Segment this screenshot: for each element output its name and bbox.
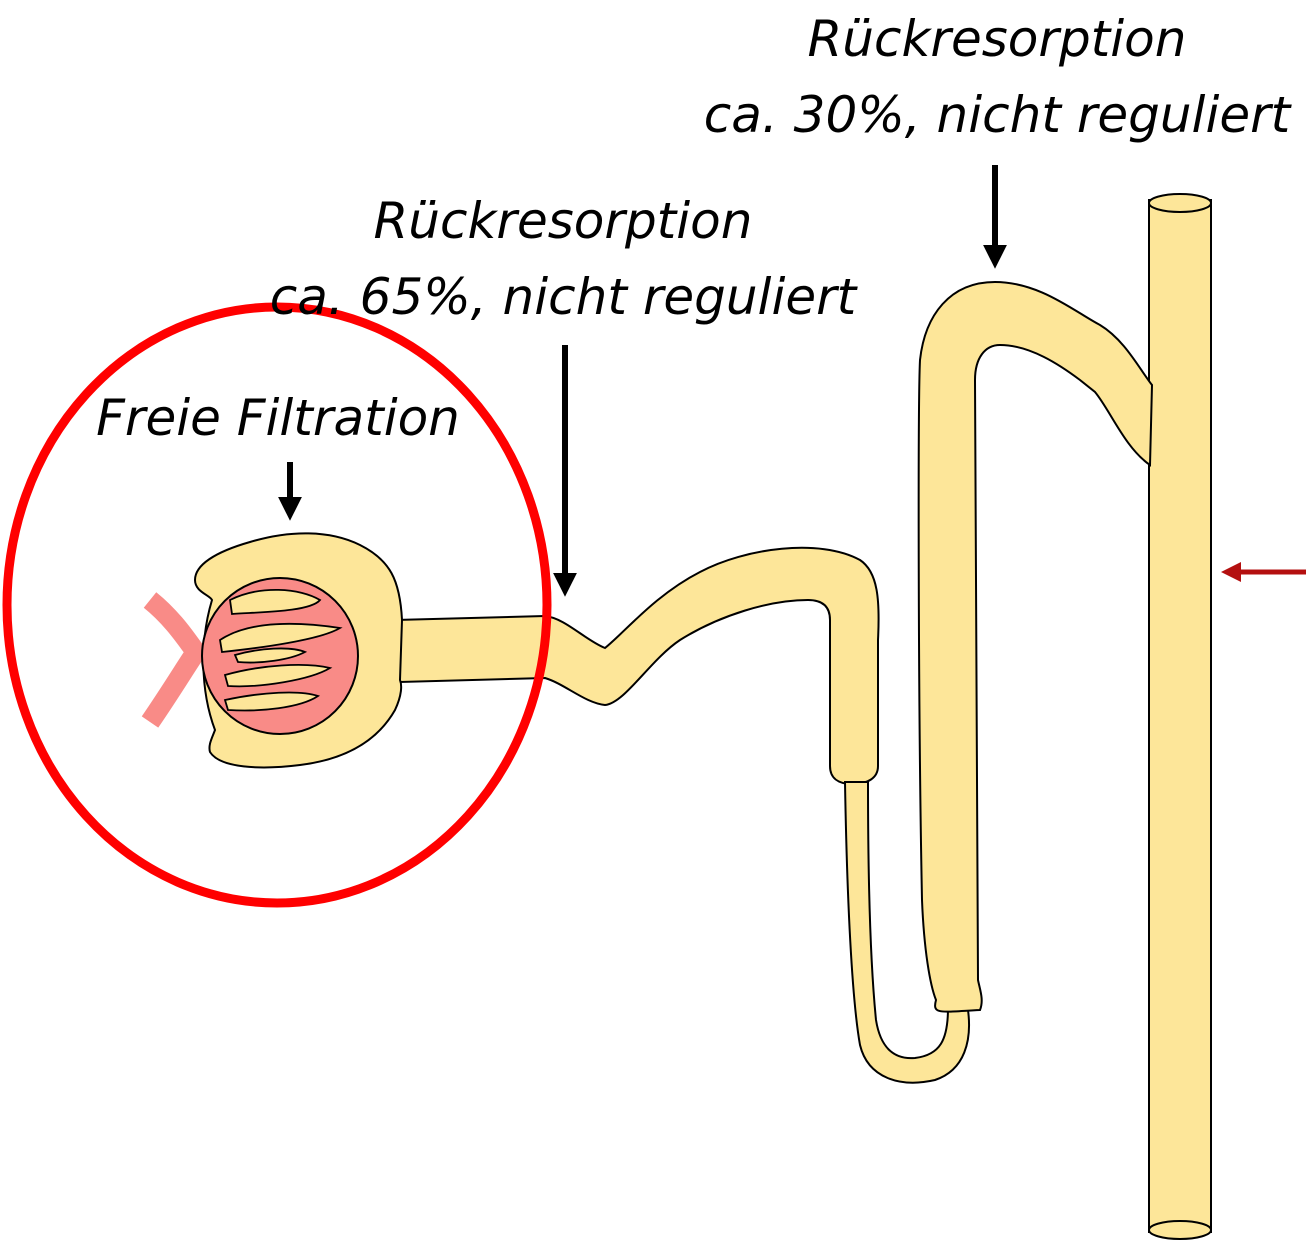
glomerulus-label: Freie Filtration xyxy=(96,393,460,443)
glomerulus xyxy=(202,578,358,734)
collecting-duct xyxy=(1149,194,1211,1239)
distal-detail-label: ca. 30%, nicht reguliert xyxy=(704,90,1291,140)
vessel xyxy=(150,600,196,722)
distal-title-label: Rückresorption xyxy=(808,14,1187,64)
proximal-title-label: Rückresorption xyxy=(374,196,753,246)
proximal-detail-label: ca. 65%, nicht reguliert xyxy=(270,272,857,322)
tubule-precise xyxy=(395,282,1152,1083)
